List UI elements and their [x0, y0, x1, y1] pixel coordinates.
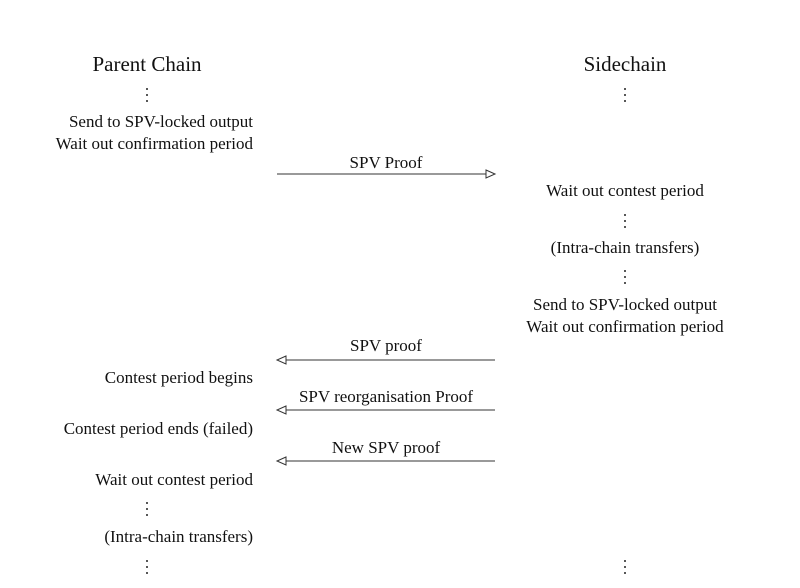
- arrow-to-parent-2: [275, 405, 495, 415]
- parent-line-send-spv-locked: Send to SPV-locked output: [68, 112, 253, 131]
- message-label-spv-reorg-proof: SPV reorganisation Proof: [298, 387, 474, 406]
- parent-line-wait-confirmation: Wait out confirmation period: [55, 134, 253, 153]
- arrow-to-parent-3: [275, 456, 495, 466]
- sidechain-line-intra-chain: (Intra-chain transfers): [550, 238, 700, 257]
- message-label-new-spv-proof: New SPV proof: [331, 438, 441, 457]
- sidechain-line-wait-confirmation: Wait out confirmation period: [526, 317, 724, 336]
- sidechain-line-send-spv-locked: Send to SPV-locked output: [532, 295, 718, 314]
- parent-line-wait-contest: Wait out contest period: [95, 470, 253, 489]
- parent-chain-title: Parent Chain: [92, 52, 202, 76]
- sidechain-ellipsis-bottom: [624, 560, 628, 578]
- parent-line-contest-ends: Contest period ends (failed): [63, 419, 253, 438]
- parent-line-intra-chain: (Intra-chain transfers): [104, 527, 253, 546]
- sidechain-ellipsis-2: [624, 270, 628, 288]
- sidechain-ellipsis-1: [624, 214, 628, 232]
- parent-ellipsis-bottom: [146, 560, 150, 578]
- parent-line-contest-begins: Contest period begins: [104, 368, 253, 387]
- parent-ellipsis-1: [146, 502, 150, 520]
- sidechain-ellipsis-top: [624, 88, 628, 106]
- arrow-to-sidechain: [277, 169, 497, 179]
- sidechain-line-wait-contest: Wait out contest period: [546, 181, 704, 200]
- sidechain-title: Sidechain: [583, 52, 667, 76]
- arrow-to-parent-1: [275, 355, 495, 365]
- message-label-spv-proof-return: SPV proof: [350, 336, 422, 355]
- parent-ellipsis-top: [146, 88, 150, 106]
- message-label-spv-proof: SPV Proof: [349, 153, 423, 172]
